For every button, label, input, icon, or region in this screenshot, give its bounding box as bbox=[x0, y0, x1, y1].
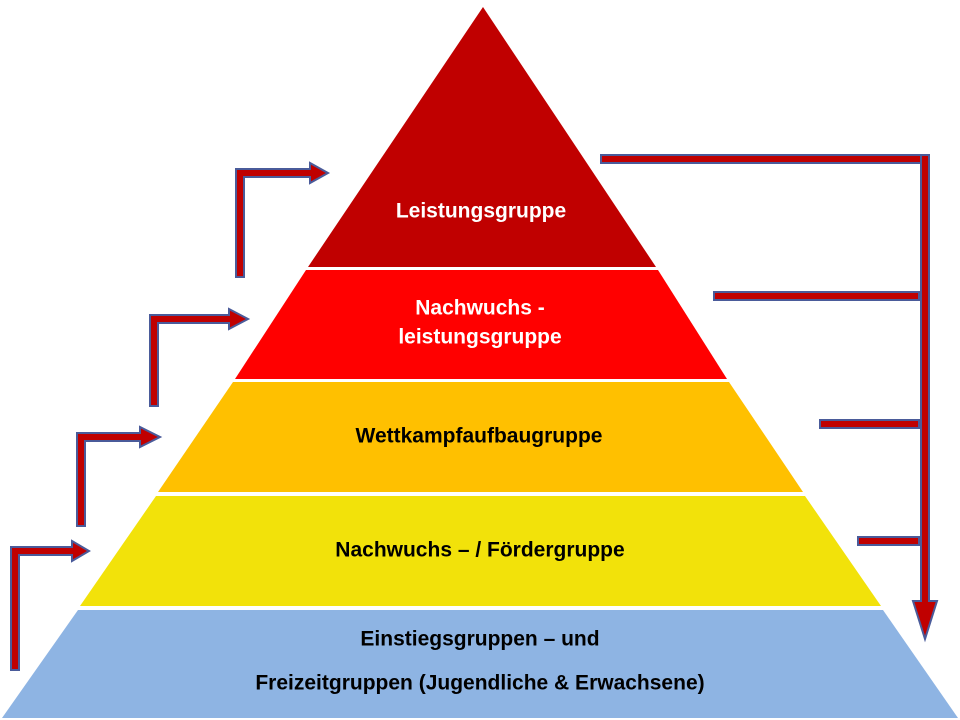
label-einstiegsgruppen-line1: Einstiegsgruppen – und bbox=[360, 628, 599, 651]
step-up-arrow-icon bbox=[149, 307, 251, 407]
label-leistungsgruppe: Leistungsgruppe bbox=[396, 200, 566, 223]
step-up-arrow-icon bbox=[76, 425, 163, 527]
return-branch-2 bbox=[713, 291, 920, 301]
label-wettkampfaufbaugruppe: Wettkampfaufbaugruppe bbox=[356, 425, 603, 448]
tier-einstiegsgruppen bbox=[2, 610, 958, 718]
step-up-arrow-icon bbox=[235, 161, 331, 278]
return-branch-4 bbox=[857, 536, 920, 546]
return-down-arrow-icon bbox=[911, 154, 939, 643]
return-branch-3 bbox=[819, 419, 920, 429]
label-nachwuchs-foerdergruppe: Nachwuchs – / Fördergruppe bbox=[335, 539, 624, 562]
return-branch-1 bbox=[600, 154, 930, 164]
label-einstiegsgruppen-line2: Freizeitgruppen (Jugendliche & Erwachsen… bbox=[255, 672, 704, 695]
tier-leistungsgruppe bbox=[308, 7, 656, 267]
tier-wettkampfaufbaugruppe bbox=[158, 382, 803, 492]
tier-nachwuchsleistungsgruppe bbox=[235, 270, 727, 379]
tier-nachwuchs-foerdergruppe bbox=[80, 496, 881, 606]
label-nachwuchs-line2: leistungsgruppe bbox=[398, 326, 561, 349]
step-up-arrow-icon bbox=[10, 539, 91, 671]
label-nachwuchs-line1: Nachwuchs - bbox=[415, 297, 545, 320]
